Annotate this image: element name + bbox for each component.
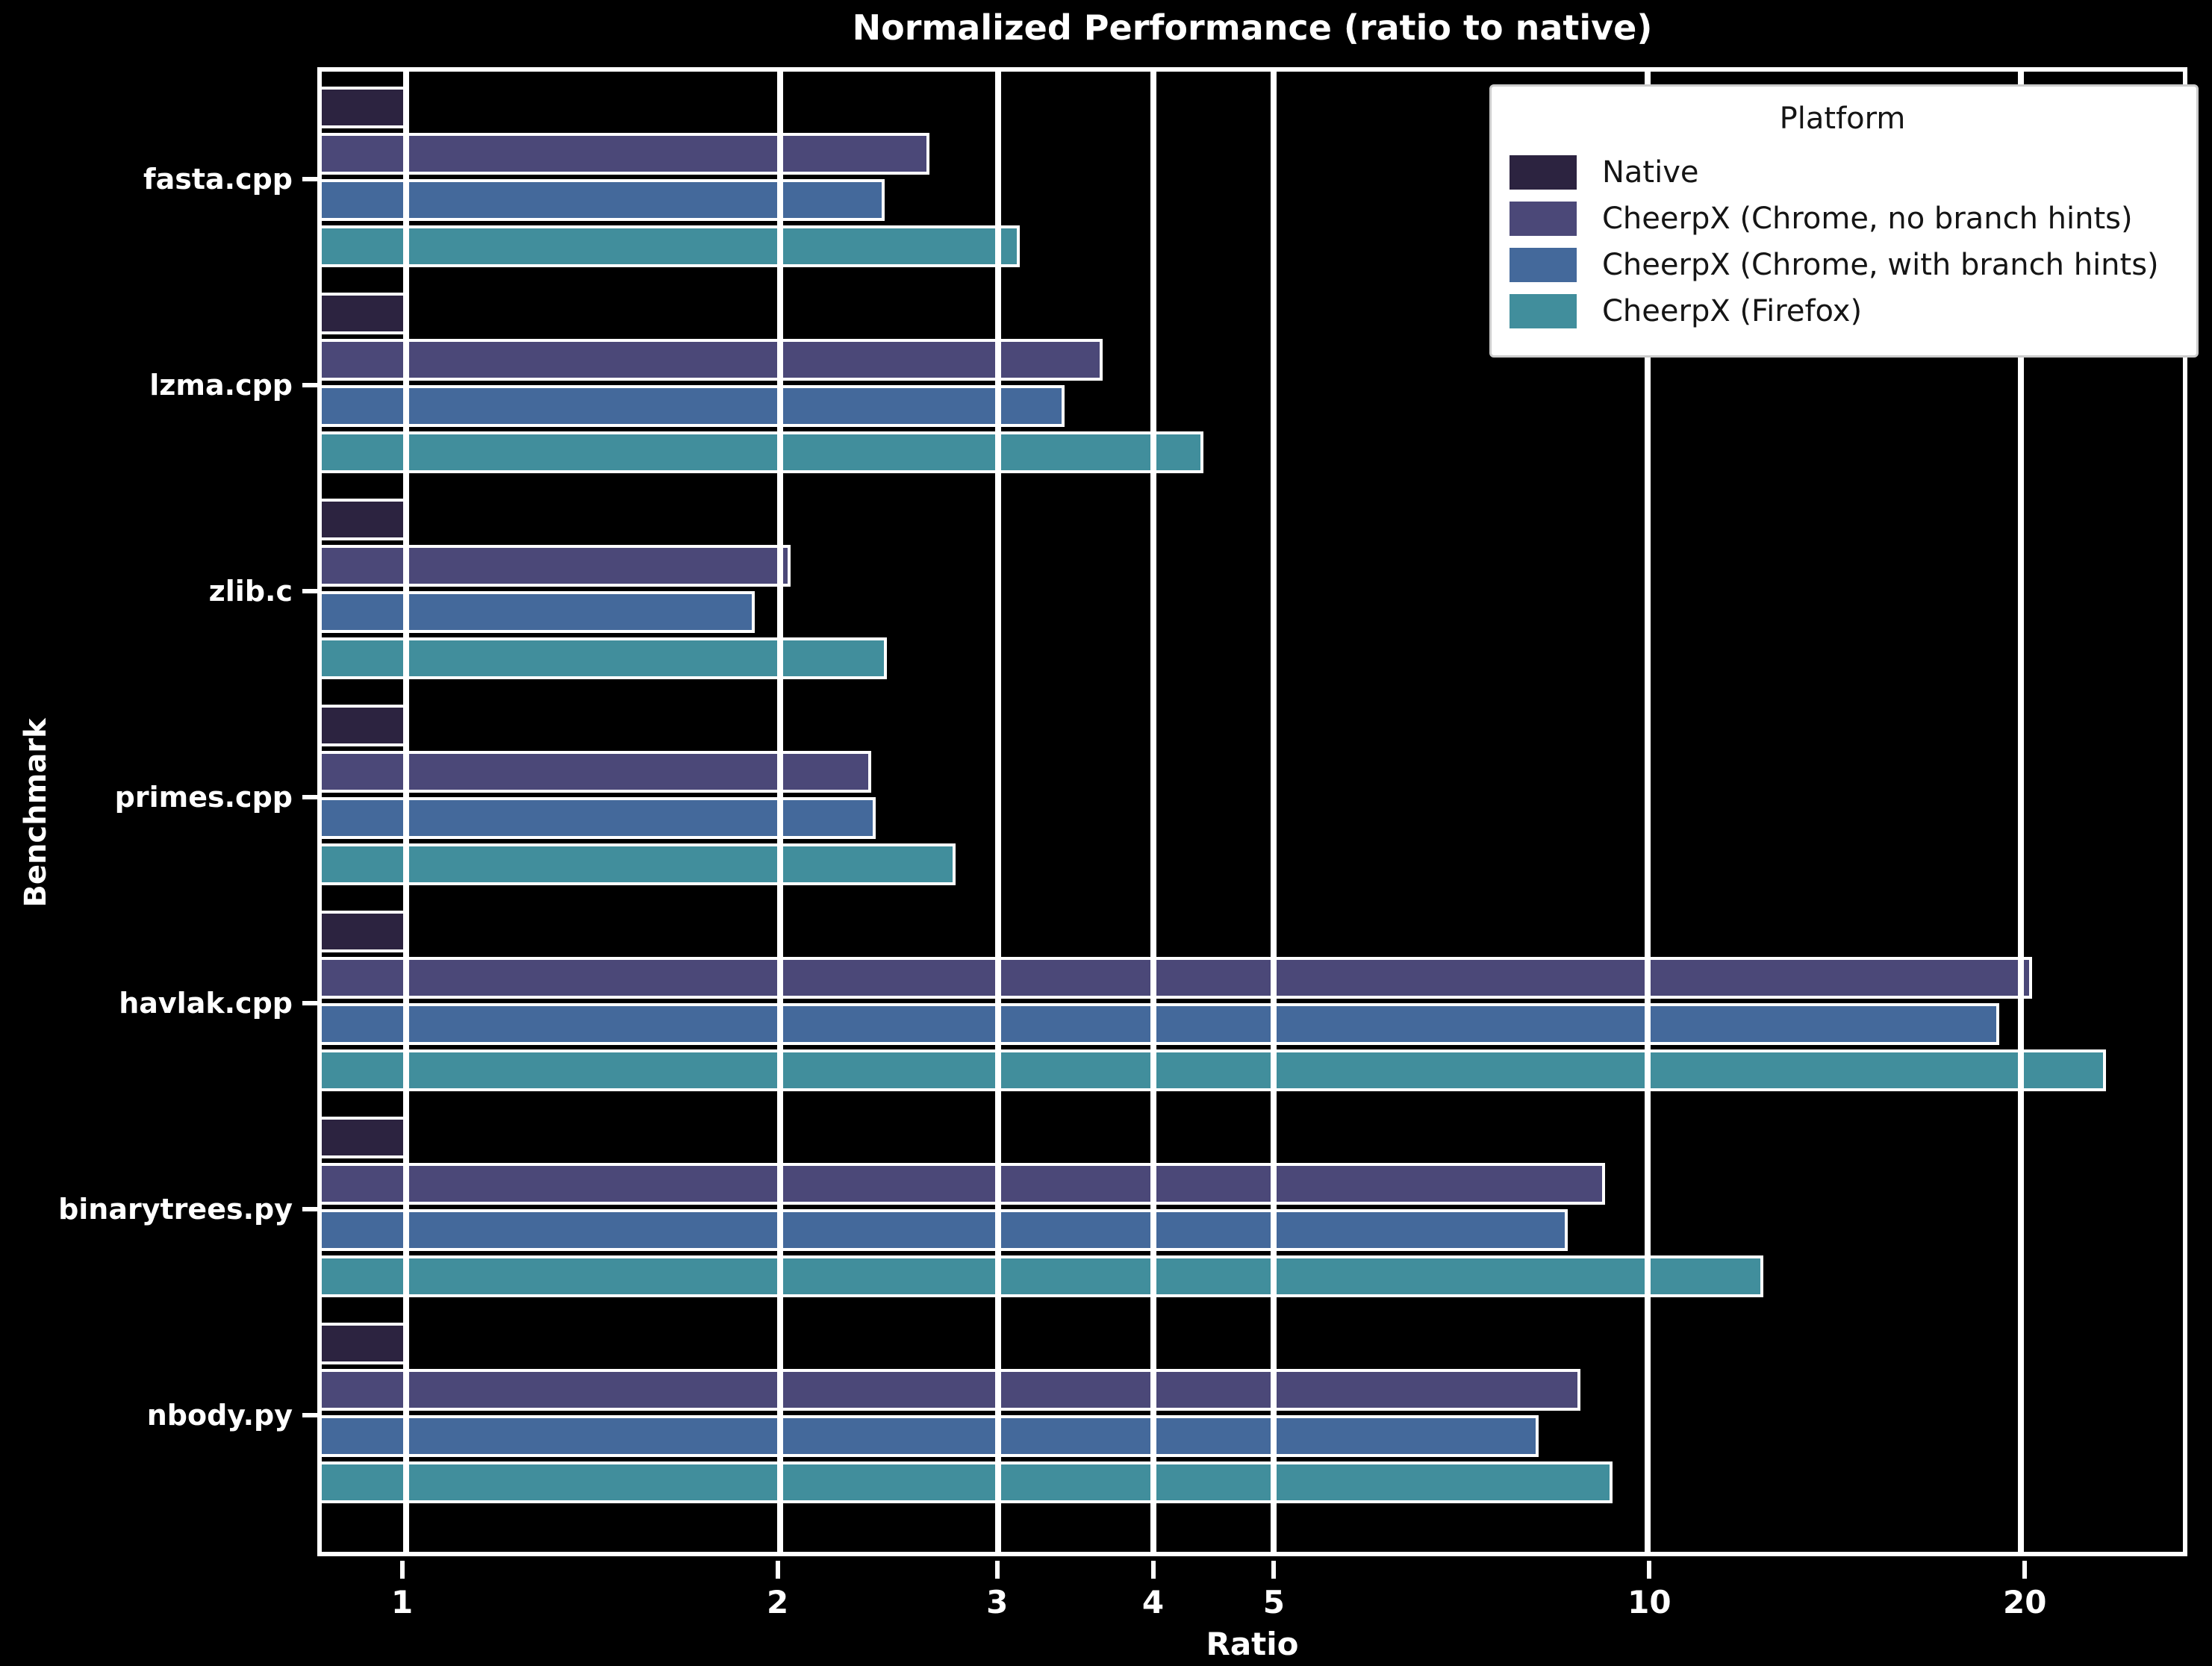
- bar-havlak.cpp-CheerpX (Chrome, no branch hints): [322, 957, 2032, 999]
- gridline-x-10: [1644, 72, 1651, 1552]
- bar-primes.cpp-CheerpX (Firefox): [322, 843, 956, 885]
- legend-swatch: [1510, 294, 1577, 328]
- legend-item-CheerpX (Chrome, no branch hints): CheerpX (Chrome, no branch hints): [1510, 202, 2175, 236]
- legend-item-CheerpX (Chrome, with branch hints): CheerpX (Chrome, with branch hints): [1510, 248, 2175, 282]
- xtick-mark-4: [1150, 1561, 1156, 1579]
- ytick-mark: [302, 177, 317, 181]
- xtick-mark-20: [2022, 1561, 2028, 1579]
- chart-title: Normalized Performance (ratio to native): [852, 7, 1653, 48]
- bar-binarytrees.py-CheerpX (Chrome, no branch hints): [322, 1163, 1606, 1205]
- bar-havlak.cpp-CheerpX (Firefox): [322, 1049, 2106, 1091]
- gridline-x-3: [995, 72, 1002, 1552]
- bar-fasta.cpp-CheerpX (Chrome, with branch hints): [322, 179, 885, 221]
- bar-binarytrees.py-CheerpX (Chrome, with branch hints): [322, 1209, 1568, 1251]
- bar-zlib.c-CheerpX (Chrome, with branch hints): [322, 591, 755, 633]
- bar-fasta.cpp-Native: [322, 87, 407, 128]
- bar-zlib.c-Native: [322, 499, 407, 540]
- legend-item-Native: Native: [1510, 155, 2175, 190]
- ytick-label-primes.cpp: primes.cpp: [114, 781, 293, 814]
- xtick-label-2: 2: [766, 1584, 789, 1620]
- legend-swatch: [1510, 202, 1577, 236]
- xtick-label-1: 1: [391, 1584, 414, 1620]
- bar-fasta.cpp-CheerpX (Chrome, no branch hints): [322, 133, 930, 175]
- bar-zlib.c-CheerpX (Firefox): [322, 637, 888, 679]
- gridline-x-20: [2018, 72, 2025, 1552]
- bar-zlib.c-CheerpX (Chrome, no branch hints): [322, 545, 791, 587]
- ytick-mark: [302, 1413, 317, 1417]
- ytick-label-binarytrees.py: binarytrees.py: [58, 1193, 293, 1226]
- bar-havlak.cpp-CheerpX (Chrome, with branch hints): [322, 1003, 1999, 1045]
- y-axis-label: Benchmark: [19, 718, 53, 908]
- bar-nbody.py-CheerpX (Firefox): [322, 1461, 1613, 1503]
- bar-binarytrees.py-Native: [322, 1117, 407, 1158]
- bar-binarytrees.py-CheerpX (Firefox): [322, 1255, 1764, 1297]
- ytick-mark: [302, 589, 317, 593]
- gridline-x-5: [1271, 72, 1277, 1552]
- xtick-label-20: 20: [2003, 1584, 2047, 1620]
- ytick-mark: [302, 795, 317, 799]
- ytick-label-nbody.py: nbody.py: [146, 1399, 293, 1432]
- gridline-x-4: [1150, 72, 1157, 1552]
- xtick-label-5: 5: [1262, 1584, 1286, 1620]
- ytick-label-fasta.cpp: fasta.cpp: [143, 163, 293, 196]
- bar-nbody.py-CheerpX (Chrome, with branch hints): [322, 1415, 1539, 1457]
- bar-lzma.cpp-CheerpX (Chrome, no branch hints): [322, 339, 1103, 381]
- legend-item-CheerpX (Firefox): CheerpX (Firefox): [1510, 294, 2175, 328]
- bar-lzma.cpp-CheerpX (Firefox): [322, 431, 1204, 473]
- bar-lzma.cpp-Native: [322, 293, 407, 334]
- bar-fasta.cpp-CheerpX (Firefox): [322, 225, 1020, 267]
- legend-label: CheerpX (Chrome, no branch hints): [1602, 202, 2133, 236]
- bar-primes.cpp-Native: [322, 705, 407, 746]
- xtick-mark-3: [994, 1561, 1000, 1579]
- bar-primes.cpp-CheerpX (Chrome, with branch hints): [322, 797, 876, 839]
- bar-nbody.py-CheerpX (Chrome, no branch hints): [322, 1369, 1580, 1411]
- x-axis-label: Ratio: [1206, 1626, 1299, 1662]
- ytick-mark: [302, 1207, 317, 1211]
- legend-label: CheerpX (Chrome, with branch hints): [1602, 248, 2159, 282]
- bar-havlak.cpp-Native: [322, 911, 407, 952]
- legend-swatch: [1510, 248, 1577, 282]
- xtick-mark-5: [1271, 1561, 1277, 1579]
- ytick-mark: [302, 383, 317, 387]
- xtick-mark-1: [399, 1561, 405, 1579]
- bar-lzma.cpp-CheerpX (Chrome, with branch hints): [322, 385, 1065, 427]
- legend-swatch: [1510, 155, 1577, 190]
- legend-label: CheerpX (Firefox): [1602, 294, 1863, 328]
- ytick-label-lzma.cpp: lzma.cpp: [149, 369, 293, 402]
- xtick-label-4: 4: [1141, 1584, 1165, 1620]
- gridline-x-1: [403, 72, 410, 1552]
- gridline-x-2: [776, 72, 783, 1552]
- ytick-label-havlak.cpp: havlak.cpp: [119, 987, 293, 1020]
- ytick-mark: [302, 1001, 317, 1005]
- legend-label: Native: [1602, 155, 1699, 190]
- legend-title: Platform: [1779, 102, 1906, 136]
- xtick-mark-2: [775, 1561, 780, 1579]
- bar-nbody.py-Native: [322, 1323, 407, 1364]
- xtick-label-3: 3: [986, 1584, 1009, 1620]
- xtick-mark-10: [1647, 1561, 1652, 1579]
- xtick-label-10: 10: [1627, 1584, 1672, 1620]
- ytick-label-zlib.c: zlib.c: [208, 575, 293, 608]
